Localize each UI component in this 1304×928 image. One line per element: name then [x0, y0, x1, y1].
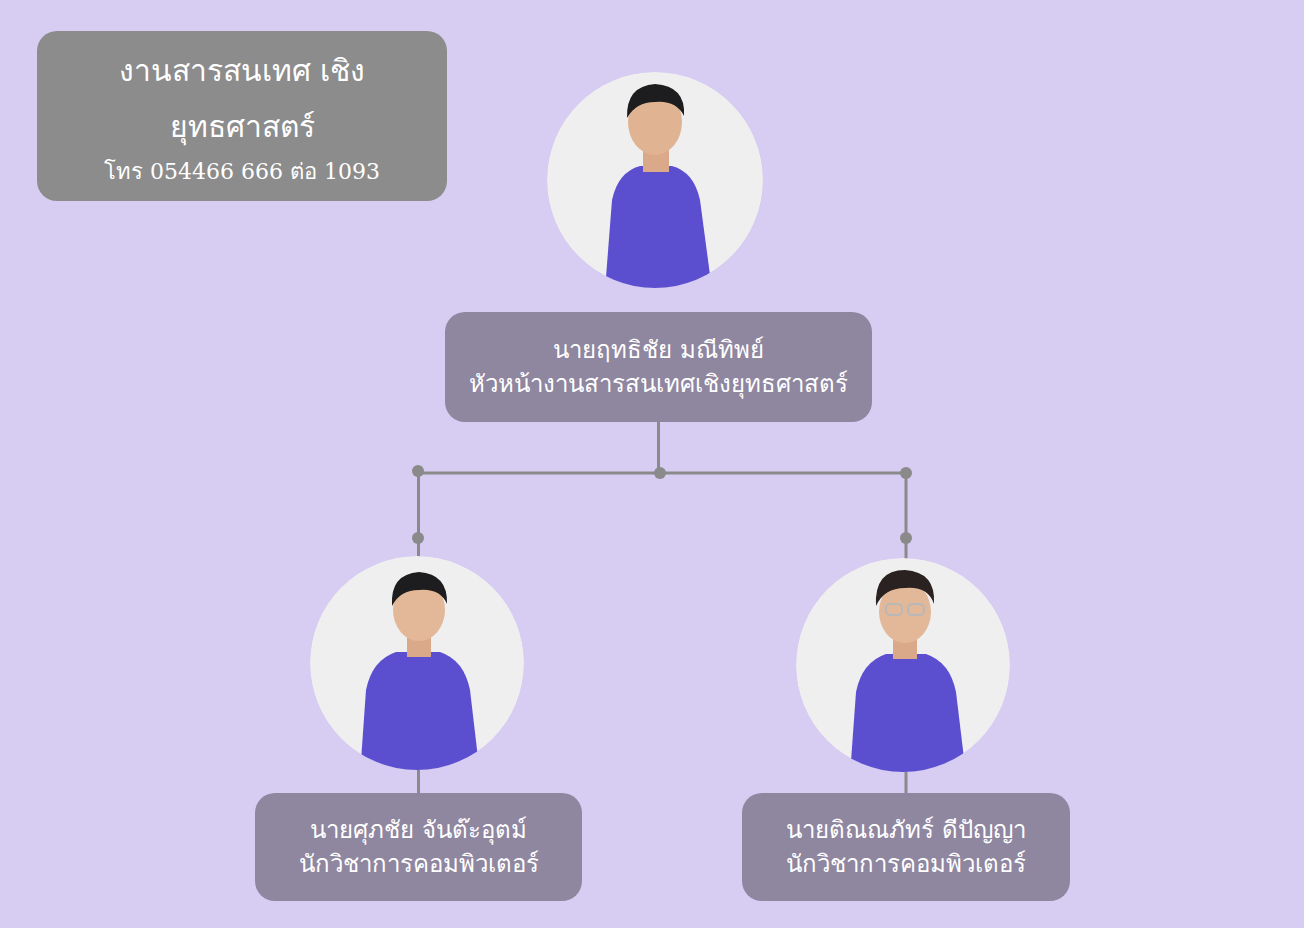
node-subtext: นักวิชาการคอมพิวเตอร์	[786, 847, 1026, 881]
title-box: งานสารสนเทศ เชิงยุทธศาสตร์โทร 054466 666…	[37, 31, 447, 201]
junction-dots	[412, 465, 912, 544]
node-subtext: หัวหน้างานสารสนเทศเชิงยุทธศาสตร์	[469, 367, 848, 401]
node-heading: งานสารสนเทศ เชิงยุทธศาสตร์	[107, 43, 377, 155]
staff-box: นายติณณภัทร์ ดีปัญญานักวิชาการคอมพิวเตอร…	[742, 793, 1070, 901]
node-heading: นายติณณภัทร์ ดีปัญญา	[786, 813, 1026, 847]
portrait-photo	[796, 558, 1010, 775]
node-subtext: นักวิชาการคอมพิวเตอร์	[299, 847, 539, 881]
portrait-photo	[547, 72, 763, 290]
node-subtext: โทร 054466 666 ต่อ 1093	[104, 155, 380, 189]
node-heading: นายศุภชัย จันต๊ะอุตม์	[310, 813, 527, 847]
node-heading: นายฤทธิชัย มณีทิพย์	[553, 333, 764, 367]
portrait-photo	[310, 556, 524, 775]
head-box: นายฤทธิชัย มณีทิพย์หัวหน้างานสารสนเทศเชิ…	[445, 312, 872, 422]
staff-box: นายศุภชัย จันต๊ะอุตม์นักวิชาการคอมพิวเตอ…	[255, 793, 582, 901]
